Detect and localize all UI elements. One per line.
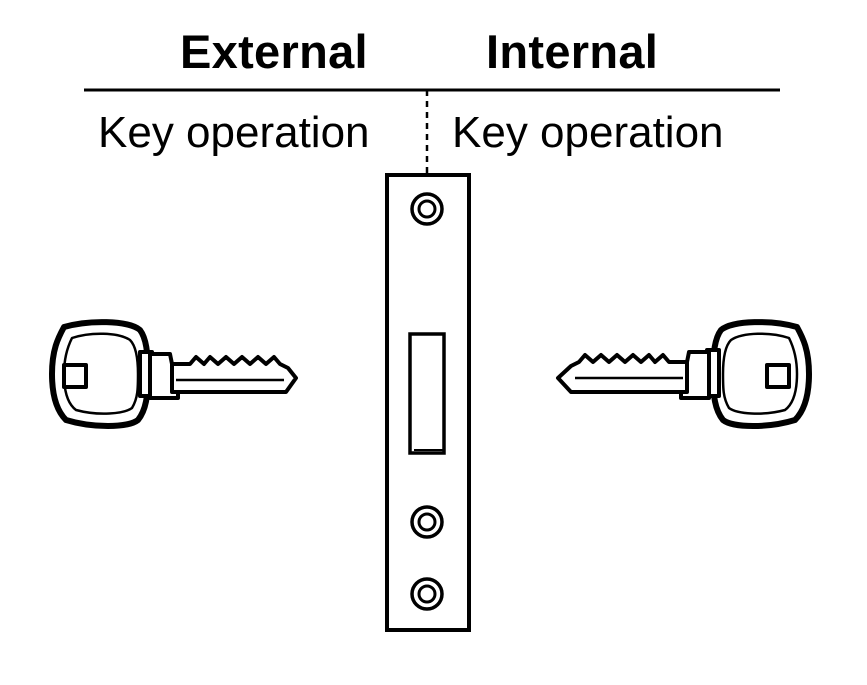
external-key-icon bbox=[52, 322, 296, 426]
bolt-slot-icon bbox=[410, 334, 444, 453]
lock-faceplate-icon bbox=[387, 175, 469, 630]
internal-key-icon bbox=[558, 322, 809, 426]
